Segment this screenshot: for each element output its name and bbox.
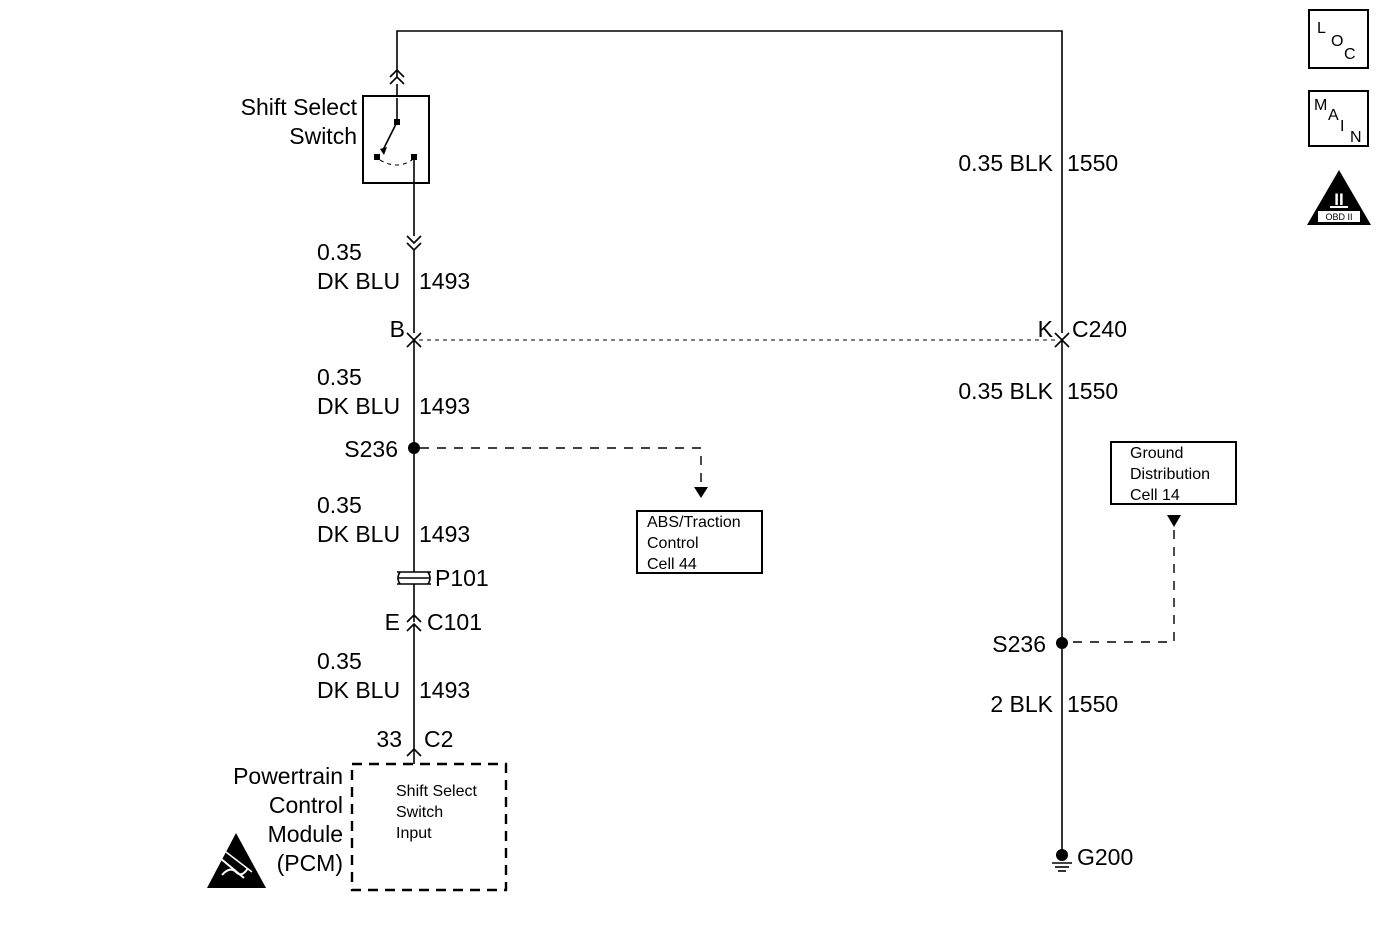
pcm-name-line4: (PCM) bbox=[277, 850, 343, 876]
wire-color-2: DK BLU bbox=[317, 393, 400, 419]
splice-s236-right bbox=[1056, 637, 1068, 649]
abs-branch-dashed bbox=[420, 447, 702, 487]
c2-pin: 33 bbox=[376, 726, 402, 752]
abs-arrow bbox=[694, 487, 708, 498]
p101-passthrough bbox=[397, 571, 431, 585]
wire-circuit-2: 1493 bbox=[419, 393, 470, 419]
top-loop-wire bbox=[396, 30, 1063, 333]
c240-pin-b: B bbox=[390, 316, 405, 342]
right-wire-label-3: 2 BLK bbox=[990, 691, 1053, 717]
shift-select-switch bbox=[362, 95, 430, 184]
ground-g200-label: G200 bbox=[1077, 844, 1133, 870]
switch-name-line2: Switch bbox=[289, 123, 357, 149]
pcm-name-line3: Module bbox=[268, 821, 343, 847]
pcm-box bbox=[350, 762, 508, 892]
ground-g200-icon bbox=[1052, 849, 1072, 872]
svg-text:Cell 14: Cell 14 bbox=[1130, 487, 1180, 504]
svg-text:II: II bbox=[1334, 190, 1343, 209]
wire-gauge-3: 0.35 bbox=[317, 492, 362, 518]
splice-s236-left-label: S236 bbox=[344, 436, 398, 462]
svg-text:I: I bbox=[1340, 118, 1344, 135]
abs-traction-ref[interactable]: ABS/Traction Control Cell 44 bbox=[636, 510, 763, 574]
ground-distribution-ref[interactable]: Ground Distribution Cell 14 bbox=[1110, 441, 1237, 505]
c101-pin: E bbox=[385, 609, 400, 635]
svg-text:M: M bbox=[1314, 97, 1327, 114]
main-icon[interactable]: M A I N bbox=[1308, 90, 1369, 147]
loc-icon[interactable]: L O C bbox=[1308, 9, 1369, 69]
esd-warning-icon bbox=[207, 833, 266, 888]
wire-circuit-3: 1493 bbox=[419, 521, 470, 547]
ground-dist-arrow bbox=[1167, 515, 1181, 527]
right-wire-circuit-3: 1550 bbox=[1067, 691, 1118, 717]
right-wire-label-2: 0.35 BLK bbox=[958, 378, 1053, 404]
wire-gauge-1: 0.35 bbox=[317, 239, 362, 265]
right-wire-label-1: 0.35 BLK bbox=[958, 150, 1053, 176]
c101-name: C101 bbox=[427, 609, 482, 635]
svg-text:Control: Control bbox=[647, 535, 699, 552]
pcm-input-line3: Input bbox=[396, 825, 432, 842]
c2-name: C2 bbox=[424, 726, 453, 752]
svg-text:A: A bbox=[1328, 107, 1339, 124]
c240-pin-k: K bbox=[1038, 316, 1054, 342]
wire-gauge-2: 0.35 bbox=[317, 364, 362, 390]
svg-text:C: C bbox=[1344, 46, 1356, 63]
pcm-input-line1: Shift Select bbox=[396, 783, 477, 800]
svg-text:L: L bbox=[1317, 20, 1326, 37]
wire-circuit-1: 1493 bbox=[419, 268, 470, 294]
wire-circuit-4: 1493 bbox=[419, 677, 470, 703]
wire-color-3: DK BLU bbox=[317, 521, 400, 547]
right-wire-circuit-2: 1550 bbox=[1067, 378, 1118, 404]
obd-ii-icon[interactable]: II OBD II bbox=[1307, 170, 1371, 225]
svg-text:Ground: Ground bbox=[1130, 445, 1183, 462]
switch-name-line1: Shift Select bbox=[241, 94, 358, 120]
svg-text:ABS/Traction: ABS/Traction bbox=[647, 514, 741, 531]
p101-label: P101 bbox=[435, 565, 489, 591]
c240-name: C240 bbox=[1072, 316, 1127, 342]
splice-s236-right-label: S236 bbox=[992, 631, 1046, 657]
wire-gauge-4: 0.35 bbox=[317, 648, 362, 674]
svg-text:N: N bbox=[1350, 129, 1362, 146]
pcm-name-line1: Powertrain bbox=[233, 763, 343, 789]
svg-text:Cell 44: Cell 44 bbox=[647, 556, 697, 573]
right-wire-circuit-1: 1550 bbox=[1067, 150, 1118, 176]
pcm-name-line2: Control bbox=[269, 792, 343, 818]
ground-branch-dashed bbox=[1068, 530, 1175, 643]
svg-text:Distribution: Distribution bbox=[1130, 466, 1210, 483]
svg-text:O: O bbox=[1331, 33, 1343, 50]
wire-color-4: DK BLU bbox=[317, 677, 400, 703]
switch-lower-connector bbox=[406, 235, 422, 252]
pcm-input-line2: Switch bbox=[396, 804, 443, 821]
c2-connector bbox=[406, 747, 422, 757]
svg-text:OBD II: OBD II bbox=[1325, 212, 1352, 222]
wire-color-1: DK BLU bbox=[317, 268, 400, 294]
